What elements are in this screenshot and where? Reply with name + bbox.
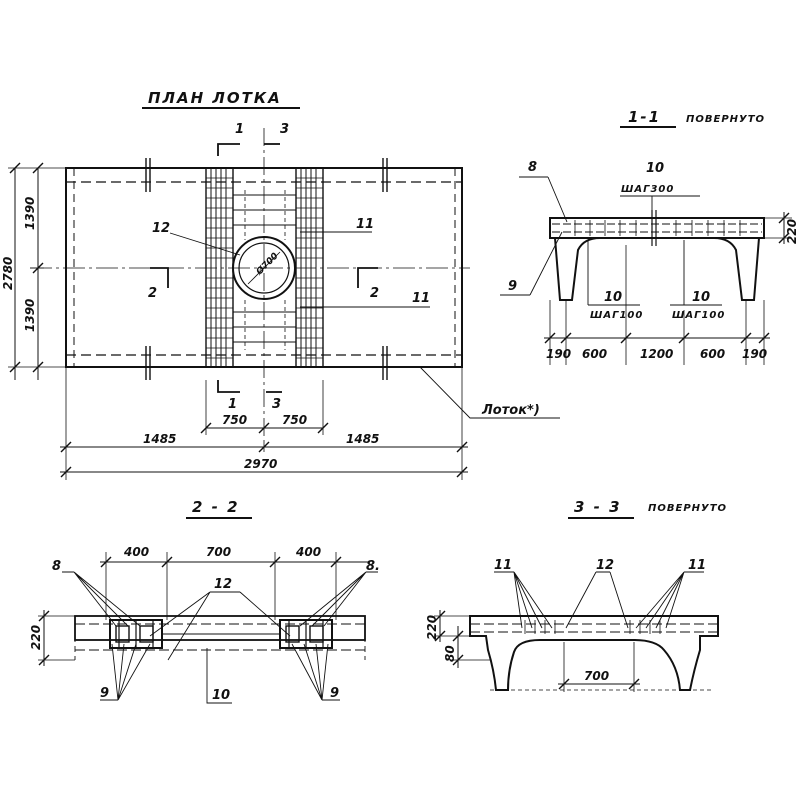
cut-3-bottom-label: 3	[272, 397, 281, 412]
plan-dim-horizontal	[60, 367, 468, 480]
plan-hole-inner	[238, 242, 290, 294]
s22-callout-9r-leader	[291, 643, 340, 701]
plan-view: ПЛАН ЛОТКА	[1, 89, 560, 480]
s11-pitch-top: ШАГ300	[621, 184, 674, 195]
s11-dim-d3: 1200	[640, 347, 673, 361]
s33-dim-h2: 80	[443, 645, 457, 662]
s11-legs	[554, 237, 760, 301]
s11-callout-10-top: 10	[646, 161, 664, 176]
s22-callout-12-leader	[149, 591, 291, 661]
s11-dims	[544, 212, 792, 365]
s33-dim-w: 700	[584, 669, 609, 683]
s11-pitch-left: ШАГ100	[590, 310, 643, 321]
s22-dim-w3: 400	[295, 545, 321, 559]
callout-tray: Лоток*)	[481, 403, 540, 418]
s11-callout-8-leader	[547, 176, 568, 223]
dim-h-top: 1390	[23, 197, 37, 230]
s22-dim-w1: 400	[123, 545, 149, 559]
s33-title: 3 - 3	[574, 498, 622, 516]
s11-callout-10-left: 10	[604, 290, 622, 305]
plan-cross-bars	[233, 194, 296, 343]
cut-2-right	[357, 267, 378, 288]
s22-callout-9r: 9	[330, 686, 339, 701]
section-1-1: 1-1 ПОВЕРНУТО 8 10 ШАГ300 9 10 ШАГ100 10…	[500, 108, 799, 365]
callout-12-leader	[169, 232, 241, 256]
s33-callout-11r-leader	[635, 571, 704, 629]
s11-dim-d2: 600	[582, 347, 607, 361]
plan-mesh-left	[205, 167, 234, 368]
dim-w-c2: 750	[282, 413, 307, 427]
callout-11b: 11	[412, 291, 430, 306]
s22-callout-10-leader	[206, 648, 232, 704]
s22-callout-12: 12	[214, 577, 232, 592]
s11-slab	[549, 217, 765, 239]
cut-2-left	[150, 267, 169, 288]
s33-stirrups	[524, 620, 661, 634]
plan-dim-vertical	[8, 162, 66, 380]
plan-hole-label: Ø700	[253, 251, 280, 278]
s11-dim-h: 220	[785, 219, 799, 244]
cut-2-left-label: 2	[148, 286, 157, 301]
s33-callout-11r: 11	[688, 558, 706, 573]
s33-dim-h: 220	[425, 615, 439, 640]
s11-callout-10-right: 10	[692, 290, 710, 305]
dim-w-right: 1485	[346, 432, 379, 446]
section-2-2: 2 - 2 400 700 400	[29, 498, 380, 704]
s11-pitch-right: ШАГ100	[672, 310, 725, 321]
cut-3-top-label: 3	[280, 122, 289, 137]
plan-title: ПЛАН ЛОТКА	[148, 89, 282, 107]
s22-dim-left	[38, 610, 75, 666]
s22-callout-8r-leader	[299, 571, 378, 627]
s22-callout-9l: 9	[100, 686, 109, 701]
cut-1-top-label: 1	[235, 122, 244, 137]
dim-w-c1: 750	[222, 413, 247, 427]
plan-dashed-bars	[244, 190, 286, 350]
cut-1-bottom	[217, 380, 240, 393]
s33-note: ПОВЕРНУТО	[648, 503, 727, 514]
plan-mesh-right	[295, 167, 324, 368]
s11-stirrups	[574, 220, 741, 236]
cut-1-bottom-label: 1	[228, 397, 237, 412]
s22-dim-h: 220	[29, 625, 43, 650]
s11-callout-8: 8	[528, 160, 537, 175]
s22-dims-top	[100, 552, 370, 620]
s22-callout-9l-leader	[100, 643, 151, 701]
s22-callout-8l: 8	[52, 559, 61, 574]
s11-callout-9-leader	[529, 231, 563, 296]
dim-h-total: 2780	[1, 257, 15, 290]
s22-callout-8r: 8.	[366, 559, 380, 574]
s11-note: ПОВЕРНУТО	[686, 114, 765, 125]
s33-dim-bottom	[490, 642, 714, 692]
callout-tray-leader	[419, 366, 560, 419]
cut-1-top	[217, 143, 240, 156]
s33-dims-left	[434, 610, 490, 668]
s11-callout-9: 9	[508, 279, 517, 294]
callout-12: 12	[152, 221, 170, 236]
dim-w-total: 2970	[244, 457, 277, 471]
s22-callout-10: 10	[212, 688, 230, 703]
s22-title: 2 - 2	[192, 498, 240, 516]
cut-2-right-label: 2	[370, 286, 379, 301]
s33-callout-11l: 11	[494, 558, 512, 573]
s11-title: 1-1	[628, 108, 661, 126]
dim-h-bottom: 1390	[23, 299, 37, 332]
s33-profile	[469, 615, 719, 691]
callout-11: 11	[356, 217, 374, 232]
s33-callout-12-leader	[565, 571, 629, 629]
s11-dim-d1: 190	[546, 347, 571, 361]
plan-joint-marks	[145, 158, 388, 380]
section-3-3: 3 - 3 ПОВЕРНУТО 220 80	[425, 498, 727, 692]
s22-callout-8l-leader	[62, 571, 141, 627]
s11-dim-d5: 190	[742, 347, 767, 361]
s33-callout-12: 12	[596, 558, 614, 573]
dim-w-left: 1485	[143, 432, 176, 446]
s11-dim-d4: 600	[700, 347, 725, 361]
s33-callout-11l-leader	[494, 571, 553, 629]
s22-dim-w2: 700	[206, 545, 231, 559]
